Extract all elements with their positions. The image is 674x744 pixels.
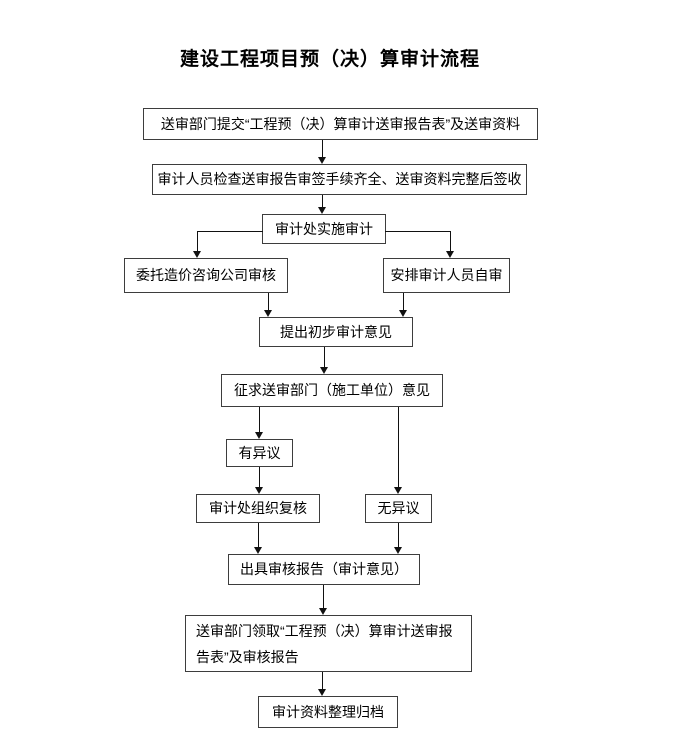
arrowhead-down-icon	[318, 207, 326, 214]
arrowhead-down-icon	[254, 547, 262, 554]
connector-line	[322, 195, 323, 207]
arrowhead-down-icon	[446, 251, 454, 258]
arrowhead-down-icon	[318, 157, 326, 164]
connector-line	[259, 467, 260, 487]
connector-line	[197, 231, 263, 232]
connector-line	[259, 407, 260, 432]
connector-line	[450, 231, 451, 251]
flow-node-solicit-opinion: 征求送审部门（施工单位）意见	[221, 374, 443, 407]
flow-node-receive-report: 送审部门领取“工程预（决）算审计送审报告表”及审核报告	[185, 615, 472, 672]
connector-line	[322, 672, 323, 689]
arrowhead-down-icon	[318, 689, 326, 696]
connector-line	[197, 231, 198, 251]
arrowhead-down-icon	[255, 432, 263, 439]
connector-line	[385, 231, 451, 232]
page-title: 建设工程项目预（决）算审计流程	[179, 49, 480, 70]
arrowhead-down-icon	[399, 310, 407, 317]
flow-node-no-objection: 无异议	[365, 494, 432, 523]
arrowhead-down-icon	[319, 608, 327, 615]
arrowhead-down-icon	[264, 310, 272, 317]
connector-line	[322, 140, 323, 157]
flow-node-preliminary-opinion: 提出初步审计意见	[259, 317, 413, 347]
arrowhead-down-icon	[320, 367, 328, 374]
connector-line	[324, 347, 325, 367]
connector-line	[258, 523, 259, 547]
arrowhead-down-icon	[394, 547, 402, 554]
connector-line	[398, 407, 399, 487]
arrowhead-down-icon	[193, 251, 201, 258]
arrowhead-down-icon	[394, 487, 402, 494]
flow-node-implement-audit: 审计处实施审计	[262, 214, 386, 244]
connector-line	[323, 585, 324, 608]
flow-node-has-objection: 有异议	[226, 439, 293, 467]
connector-line	[403, 293, 404, 310]
flow-node-archive-materials: 审计资料整理归档	[258, 696, 398, 728]
flow-node-submit-report: 送审部门提交“工程预（决）算审计送审报告表”及送审资料	[143, 108, 538, 140]
arrowhead-down-icon	[255, 487, 263, 494]
flow-node-issue-report: 出具审核报告（审计意见）	[228, 554, 420, 585]
flow-node-entrust-consulting: 委托造价咨询公司审核	[124, 258, 288, 293]
connector-line	[268, 293, 269, 310]
flow-node-check-sign-in: 审计人员检查送审报告审签手续齐全、送审资料完整后签收	[152, 164, 527, 195]
flow-node-organize-recheck: 审计处组织复核	[196, 494, 320, 523]
connector-line	[398, 523, 399, 547]
flow-node-self-audit: 安排审计人员自审	[383, 258, 510, 293]
